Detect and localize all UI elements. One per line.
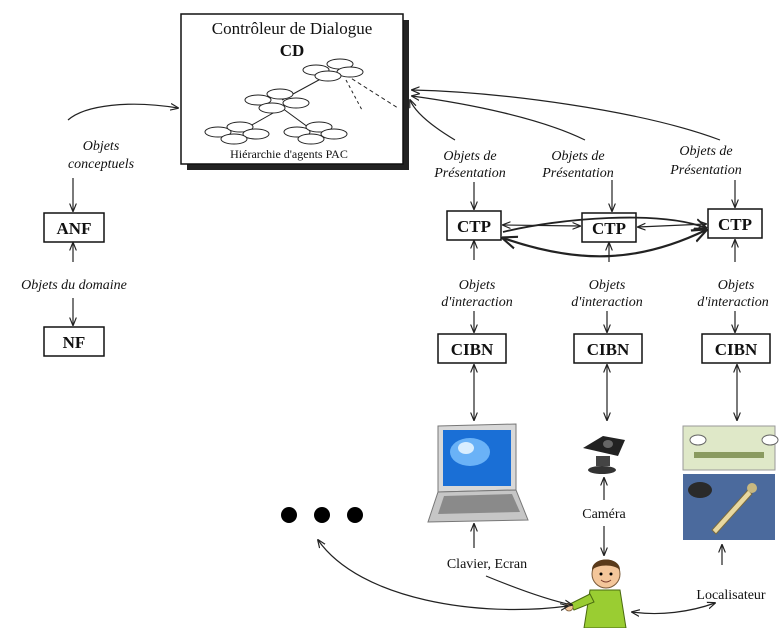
cibn-label-1: CIBN [451, 340, 494, 359]
col2-interaction-line1: Objets [589, 278, 626, 293]
col3-interaction-line2: d'interaction [697, 295, 768, 310]
col3-presentation-line1: Objets de [679, 144, 732, 159]
label-conceptuels: conceptuels [68, 157, 135, 172]
device-label-2: Caméra [582, 507, 626, 522]
col2-presentation-line1: Objets de [551, 149, 604, 164]
localizer-image [682, 425, 779, 540]
column-3: Objets de Présentation CTP Objets d'inte… [669, 144, 771, 420]
arrow-anf-to-cd [67, 104, 178, 121]
ctp-label-1: CTP [457, 217, 491, 236]
user-figure [564, 559, 627, 629]
ellipsis-dots [281, 507, 363, 523]
camera-image [583, 436, 625, 474]
left-column: Objets conceptuels ANF Objets du domaine… [21, 104, 178, 357]
col3-presentation-line2: Présentation [669, 163, 742, 178]
col2-presentation-line2: Présentation [541, 166, 614, 181]
col1-interaction-line1: Objets [459, 278, 496, 293]
cd-caption: Hiérarchie d'agents PAC [230, 147, 348, 161]
user-arrows [318, 540, 715, 614]
laptop-image [427, 423, 529, 523]
col3-interaction-line1: Objets [718, 278, 755, 293]
cd-box: Contrôleur de Dialogue CD Hiérarchi [180, 13, 409, 170]
cibn-box-3 [701, 333, 771, 364]
cibn-box-2 [573, 333, 643, 364]
anf-label: ANF [57, 219, 92, 238]
ctp-box-1 [446, 210, 502, 241]
column-1: Objets de Présentation CTP Objets d'inte… [433, 149, 513, 420]
col1-interaction-line2: d'interaction [441, 295, 512, 310]
column-2: Objets de Présentation CTP Objets d'inte… [541, 149, 643, 420]
anf-box [43, 212, 105, 243]
col1-presentation-line2: Présentation [433, 166, 506, 181]
cd-to-presentation-arrows [410, 90, 721, 141]
ctp-links [503, 216, 706, 258]
device-label-3: Localisateur [696, 588, 766, 603]
device-label-1: Clavier, Ecran [447, 557, 527, 572]
cibn-label-2: CIBN [587, 340, 630, 359]
cd-title: Contrôleur de Dialogue [212, 19, 373, 38]
cibn-box-1 [437, 333, 507, 364]
cibn-label-3: CIBN [715, 340, 758, 359]
col1-presentation-line1: Objets de [443, 149, 496, 164]
label-objets: Objets [83, 139, 120, 154]
pac-hierarchy-tree [204, 58, 399, 145]
cd-abbrev: CD [280, 41, 305, 60]
ctp-label-3: CTP [718, 215, 752, 234]
col2-interaction-line2: d'interaction [571, 295, 642, 310]
nf-box [43, 326, 105, 357]
label-objets-domaine: Objets du domaine [21, 278, 127, 293]
nf-label: NF [63, 333, 86, 352]
ctp-label-2: CTP [592, 219, 626, 238]
